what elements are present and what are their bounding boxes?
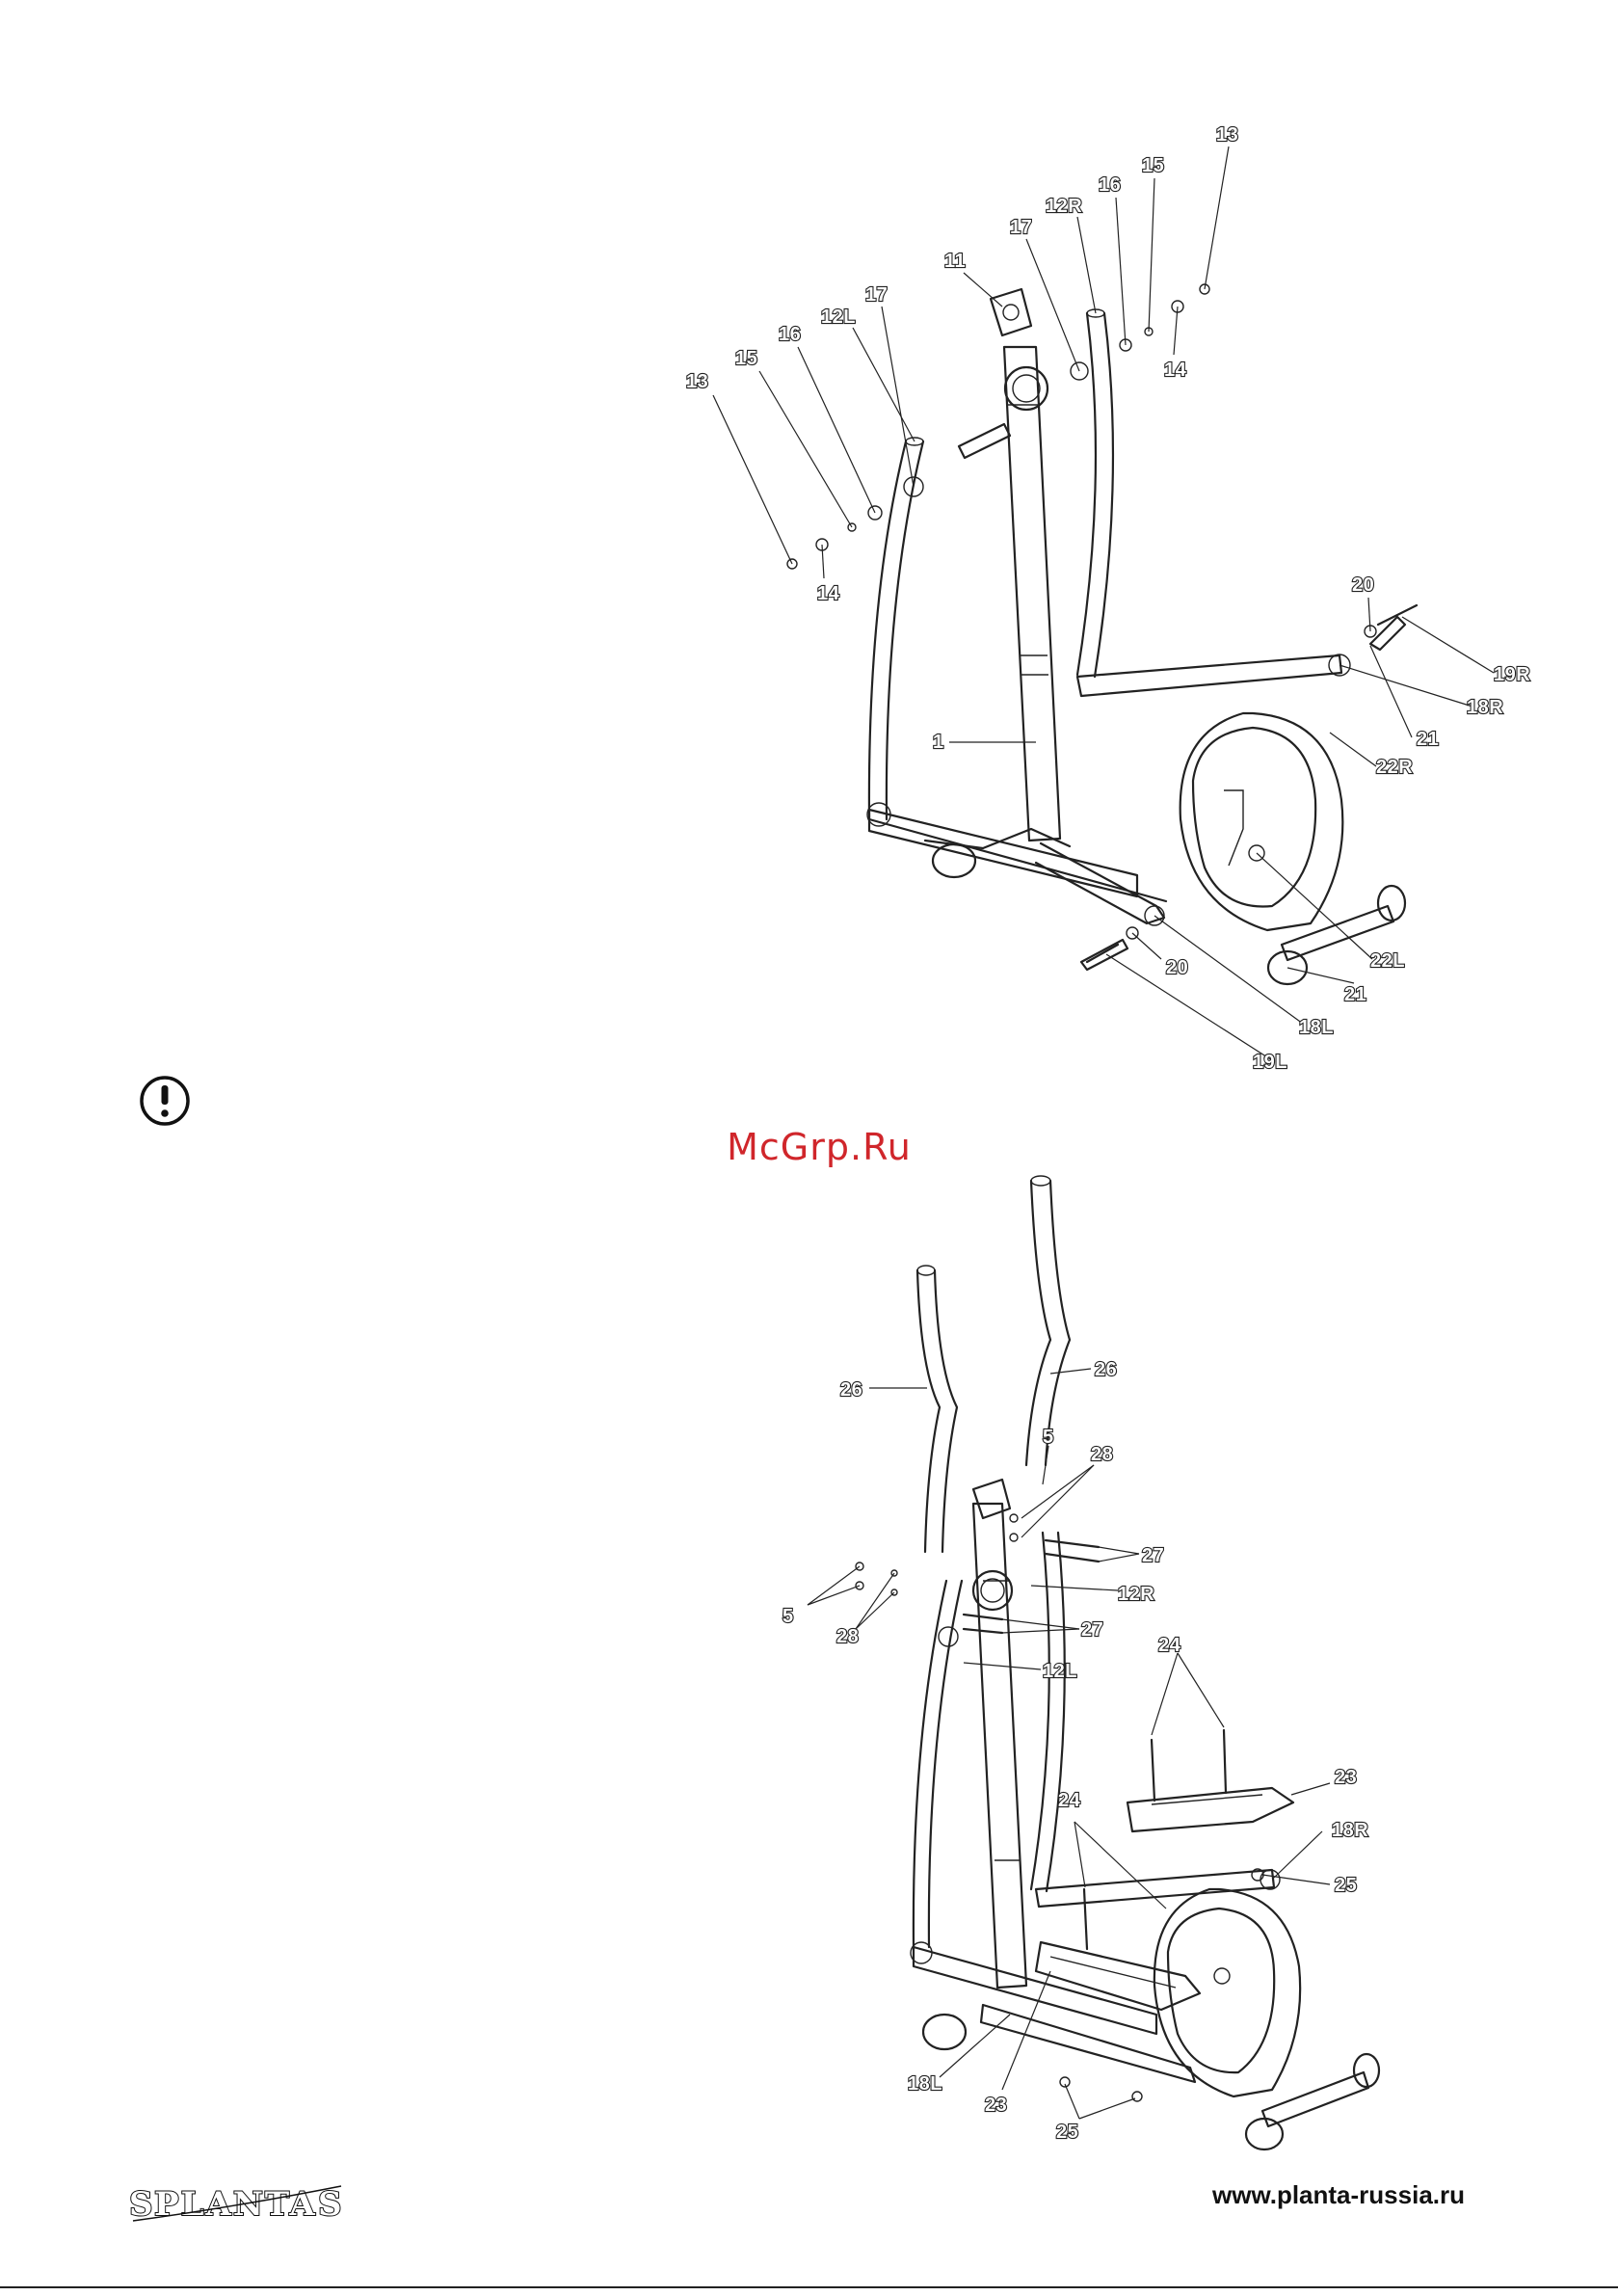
callout-27-right: 27: [1142, 1545, 1164, 1566]
callout-19L: 19L: [1253, 1052, 1287, 1073]
callout-12R: 12R: [1046, 196, 1082, 217]
callout-21-right: 21: [1417, 729, 1439, 750]
callout-22L: 22L: [1370, 950, 1405, 972]
callout-25-upper: 25: [1335, 1875, 1357, 1896]
callout-20-right: 20: [1352, 574, 1374, 596]
callout-20-left: 20: [1166, 957, 1188, 978]
callout-13-left: 13: [686, 371, 708, 392]
exclamation-circle-icon: [142, 1078, 188, 1124]
callout-24-upper: 24: [1158, 1635, 1181, 1656]
callout-27-left: 27: [1081, 1619, 1103, 1641]
callout-12L-lower: 12L: [1043, 1661, 1077, 1682]
callout-16-left: 16: [779, 324, 801, 345]
callout-16-right: 16: [1099, 174, 1121, 196]
logo-mark-right: S: [318, 2185, 344, 2224]
callout-26-left: 26: [840, 1379, 862, 1401]
callout-26-right: 26: [1095, 1359, 1117, 1380]
callout-12L: 12L: [821, 307, 856, 328]
watermark: McGrp.Ru: [694, 1126, 944, 1168]
callout-18L-lower: 18L: [908, 2073, 942, 2095]
callout-28-left: 28: [836, 1626, 859, 1647]
callout-12R-lower: 12R: [1118, 1584, 1154, 1605]
callout-13-right: 13: [1216, 124, 1238, 146]
callout-1: 1: [933, 732, 944, 753]
callout-18R: 18R: [1467, 697, 1503, 718]
website-link[interactable]: www.planta-russia.ru: [1176, 2180, 1465, 2210]
callout-15-right: 15: [1142, 155, 1164, 176]
callout-5-left: 5: [782, 1606, 794, 1627]
planta-logo: S PLANTA S: [127, 2178, 349, 2225]
callout-18L: 18L: [1299, 1017, 1334, 1038]
callout-5-right: 5: [1043, 1427, 1054, 1448]
bottom-assembly-diagram: 26 26 5 28 27 5 28 12R 27 12L 24 23 18R …: [782, 1176, 1379, 2149]
callout-25-lower: 25: [1056, 2122, 1078, 2143]
callout-17-right: 17: [1010, 217, 1032, 238]
top-assembly-diagram: 13 15 16 12L 17 11 17 12R 16 15 13 14 14…: [686, 124, 1530, 1073]
callout-19R: 19R: [1494, 664, 1530, 685]
footer-divider: [0, 2286, 1618, 2288]
callout-28-right: 28: [1091, 1444, 1113, 1465]
callout-17-left: 17: [865, 284, 888, 306]
callout-14-left: 14: [817, 583, 840, 604]
callout-23-upper: 23: [1335, 1767, 1357, 1788]
callout-14-right: 14: [1164, 360, 1187, 381]
callout-24-lower: 24: [1058, 1790, 1081, 1811]
callout-11: 11: [944, 251, 966, 272]
callout-18R-lower: 18R: [1332, 1820, 1368, 1841]
logo-text: PLANTA: [154, 2185, 317, 2224]
callout-23-lower: 23: [985, 2095, 1007, 2116]
callout-15-left: 15: [735, 348, 757, 369]
callout-22R: 22R: [1376, 757, 1413, 778]
callout-21-left: 21: [1344, 984, 1366, 1005]
